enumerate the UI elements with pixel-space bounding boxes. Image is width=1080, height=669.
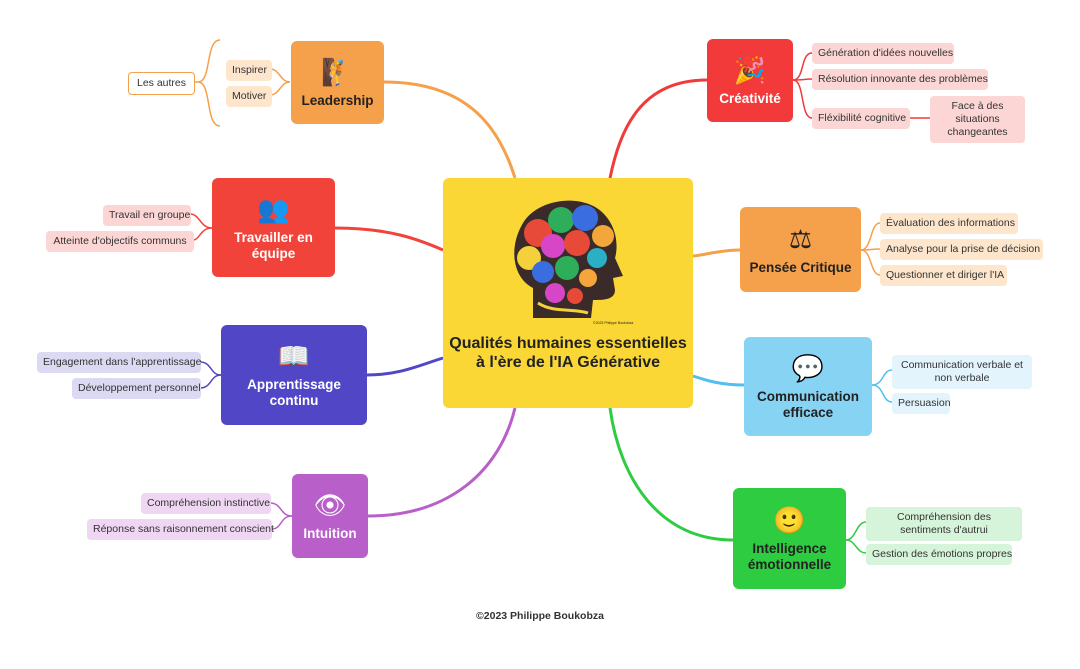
leaf-analyse-prise-decision[interactable]: Analyse pour la prise de décision [880,239,1043,260]
eye-icon: 👁 [313,490,347,520]
group-label-les-autres[interactable]: Les autres [128,72,195,95]
leaf-comprehension-sentiments[interactable]: Compréhension des sentiments d'autrui [866,507,1022,541]
link-communication [692,374,745,387]
leaf-resolution-innovante[interactable]: Résolution innovante des problèmes [812,69,988,90]
node-creativite[interactable]: 🎉 Créativité [707,39,793,122]
leaf-flexibilite-cognitive[interactable]: Fléxibilité cognitive [812,108,910,129]
svg-text:©2023 Philippe Boukobza: ©2023 Philippe Boukobza [593,321,633,325]
node-intelligence-emotionnelle[interactable]: 🙂 Intelligence émotionnelle [733,488,846,589]
node-leadership[interactable]: 🧗 Leadership [291,41,384,124]
link-leadership [383,80,517,179]
leaf-generation-idees[interactable]: Génération d'idées nouvelles [812,43,954,64]
link-travailler [334,226,444,252]
leaf-motiver[interactable]: Motiver [226,86,272,107]
leaf-inspirer[interactable]: Inspirer [226,60,272,81]
leaf-atteinte-objectifs[interactable]: Atteinte d'objectifs communs [46,231,194,252]
leaf-engagement-apprentissage[interactable]: Engagement dans l'apprentissage [37,352,201,373]
link-creativite [608,78,708,179]
node-travailler-en-equipe[interactable]: 👥 Travailler en équipe [212,178,335,277]
book-icon: 📖 [277,341,311,371]
leaf-reponse-sans-raisonnement[interactable]: Réponse sans raisonnement conscient [87,519,274,540]
central-topic[interactable]: ©2023 Philippe Boukobza Qualités humaine… [443,178,693,408]
team-icon: 👥 [257,193,290,224]
leaf-comprehension-instinctive[interactable]: Compréhension instinctive [141,493,271,514]
link-apprentissage [366,356,444,377]
leaf-face-situations-changeantes[interactable]: Face à des situations changeantes [930,96,1025,143]
speech-bubbles-icon: 💬 [791,352,825,383]
party-popper-icon: 🎉 [733,54,767,85]
leaf-questionner-diriger-ia[interactable]: Questionner et diriger l'IA [880,265,1007,286]
link-pensee [692,248,741,258]
leaf-evaluation-informations[interactable]: Évaluation des informations [880,213,1018,234]
central-title: Qualités humaines essentielles à l'ère d… [449,335,687,371]
node-communication-efficace[interactable]: 💬 Communication efficace [744,337,872,436]
link-intuition [367,407,517,518]
node-intuition[interactable]: 👁 Intuition [292,474,368,558]
copyright-footer: ©2023 Philippe Boukobza [476,610,604,622]
scales-icon: ⚖ [788,223,813,254]
link-intelligence [608,407,734,542]
climber-icon: 🧗 [321,56,354,87]
colorful-brain-head-illustration: ©2023 Philippe Boukobza [514,200,633,325]
leaf-communication-verbale[interactable]: Communication verbale et non verbale [892,355,1032,389]
leaf-gestion-emotions[interactable]: Gestion des émotions propres [866,544,1012,565]
leaf-developpement-personnel[interactable]: Développement personnel [72,378,201,399]
leaf-persuasion[interactable]: Persuasion [892,393,951,414]
smiley-icon: 🙂 [773,504,806,535]
node-apprentissage-continu[interactable]: 📖 Apprentissage continu [221,325,367,425]
leaf-travail-en-groupe[interactable]: Travail en groupe [103,205,191,226]
leadership-bracket [197,39,221,127]
node-pensee-critique[interactable]: ⚖ Pensée Critique [740,207,861,292]
